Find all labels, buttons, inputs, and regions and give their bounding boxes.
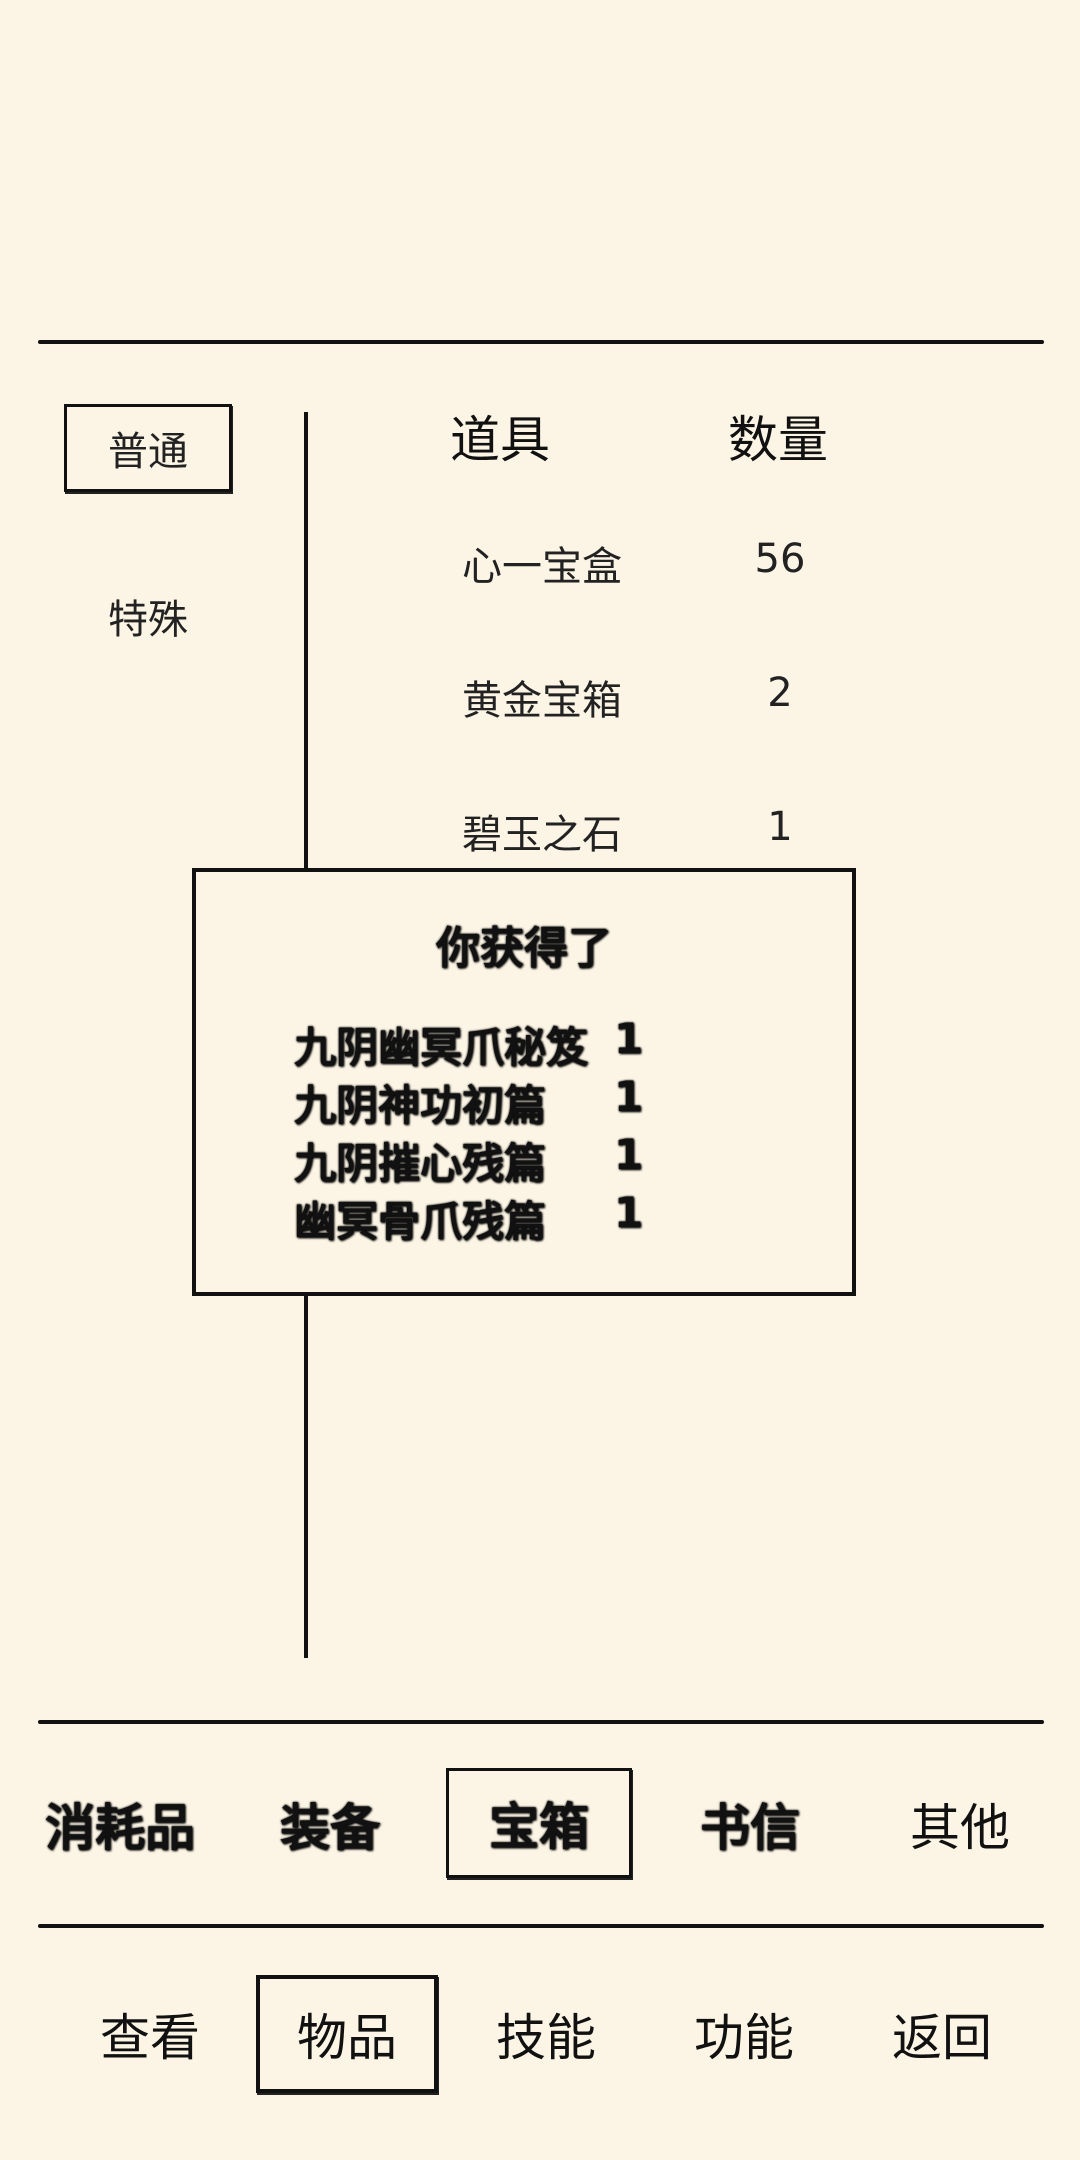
item-name: 碧玉之石 [462,812,622,858]
reward-quantity: 1 [614,1188,644,1237]
reward-name: 九阴幽冥爪秘笈 [294,1023,589,1072]
item-quantity: 2 [767,670,793,716]
reward-row: 九阴神功初篇 1 [294,1072,714,1130]
tab-letters[interactable]: 书信 [670,1770,830,1878]
tab-consumables[interactable]: 消耗品 [30,1770,210,1878]
item-quantity: 1 [767,804,793,850]
nav-view-label: 查看 [100,2009,200,2067]
dialog-title: 你获得了 [436,923,612,974]
reward-quantity: 1 [614,1072,644,1121]
reward-quantity: 1 [614,1014,644,1063]
tabs-top-divider [38,1720,1044,1724]
tab-other-label: 其他 [910,1799,1010,1857]
tab-chests-label: 宝箱 [489,1798,589,1856]
nav-functions-label: 功能 [694,2009,794,2067]
nav-items-label: 物品 [297,2009,397,2067]
nav-skills[interactable]: 技能 [466,1975,626,2093]
nav-view[interactable]: 查看 [70,1975,230,2093]
nav-items[interactable]: 物品 [256,1975,438,2093]
column-header-quantity: 数量 [728,411,828,469]
top-divider [38,340,1044,344]
reward-name: 幽冥骨爪残篇 [294,1197,547,1246]
reward-name: 九阴摧心残篇 [294,1139,547,1188]
column-header-item: 道具 [450,411,550,469]
nav-functions[interactable]: 功能 [664,1975,824,2093]
reward-dialog[interactable]: 你获得了 九阴幽冥爪秘笈 1 九阴神功初篇 1 九阴摧心残篇 1 幽冥骨爪残篇 … [192,868,856,1296]
reward-quantity: 1 [614,1130,644,1179]
nav-back-label: 返回 [892,2009,992,2067]
tab-equipment[interactable]: 装备 [250,1770,410,1878]
tab-letters-label: 书信 [700,1799,800,1857]
category-normal-label: 普通 [108,429,188,475]
reward-row: 九阴摧心残篇 1 [294,1130,714,1188]
reward-row: 幽冥骨爪残篇 1 [294,1188,714,1246]
tabs-bottom-divider [38,1924,1044,1928]
tab-equipment-label: 装备 [280,1799,380,1857]
nav-skills-label: 技能 [496,2009,596,2067]
item-name: 心一宝盒 [462,544,622,590]
tab-chests[interactable]: 宝箱 [446,1768,632,1878]
item-quantity: 56 [754,536,806,582]
category-normal[interactable]: 普通 [64,404,232,492]
item-name: 黄金宝箱 [462,678,622,724]
category-special-label: 特殊 [108,597,188,643]
nav-back[interactable]: 返回 [862,1975,1022,2093]
tab-other[interactable]: 其他 [880,1770,1040,1878]
reward-row: 九阴幽冥爪秘笈 1 [294,1014,714,1072]
category-special[interactable]: 特殊 [64,572,232,660]
tab-consumables-label: 消耗品 [45,1799,195,1857]
reward-name: 九阴神功初篇 [294,1081,547,1130]
